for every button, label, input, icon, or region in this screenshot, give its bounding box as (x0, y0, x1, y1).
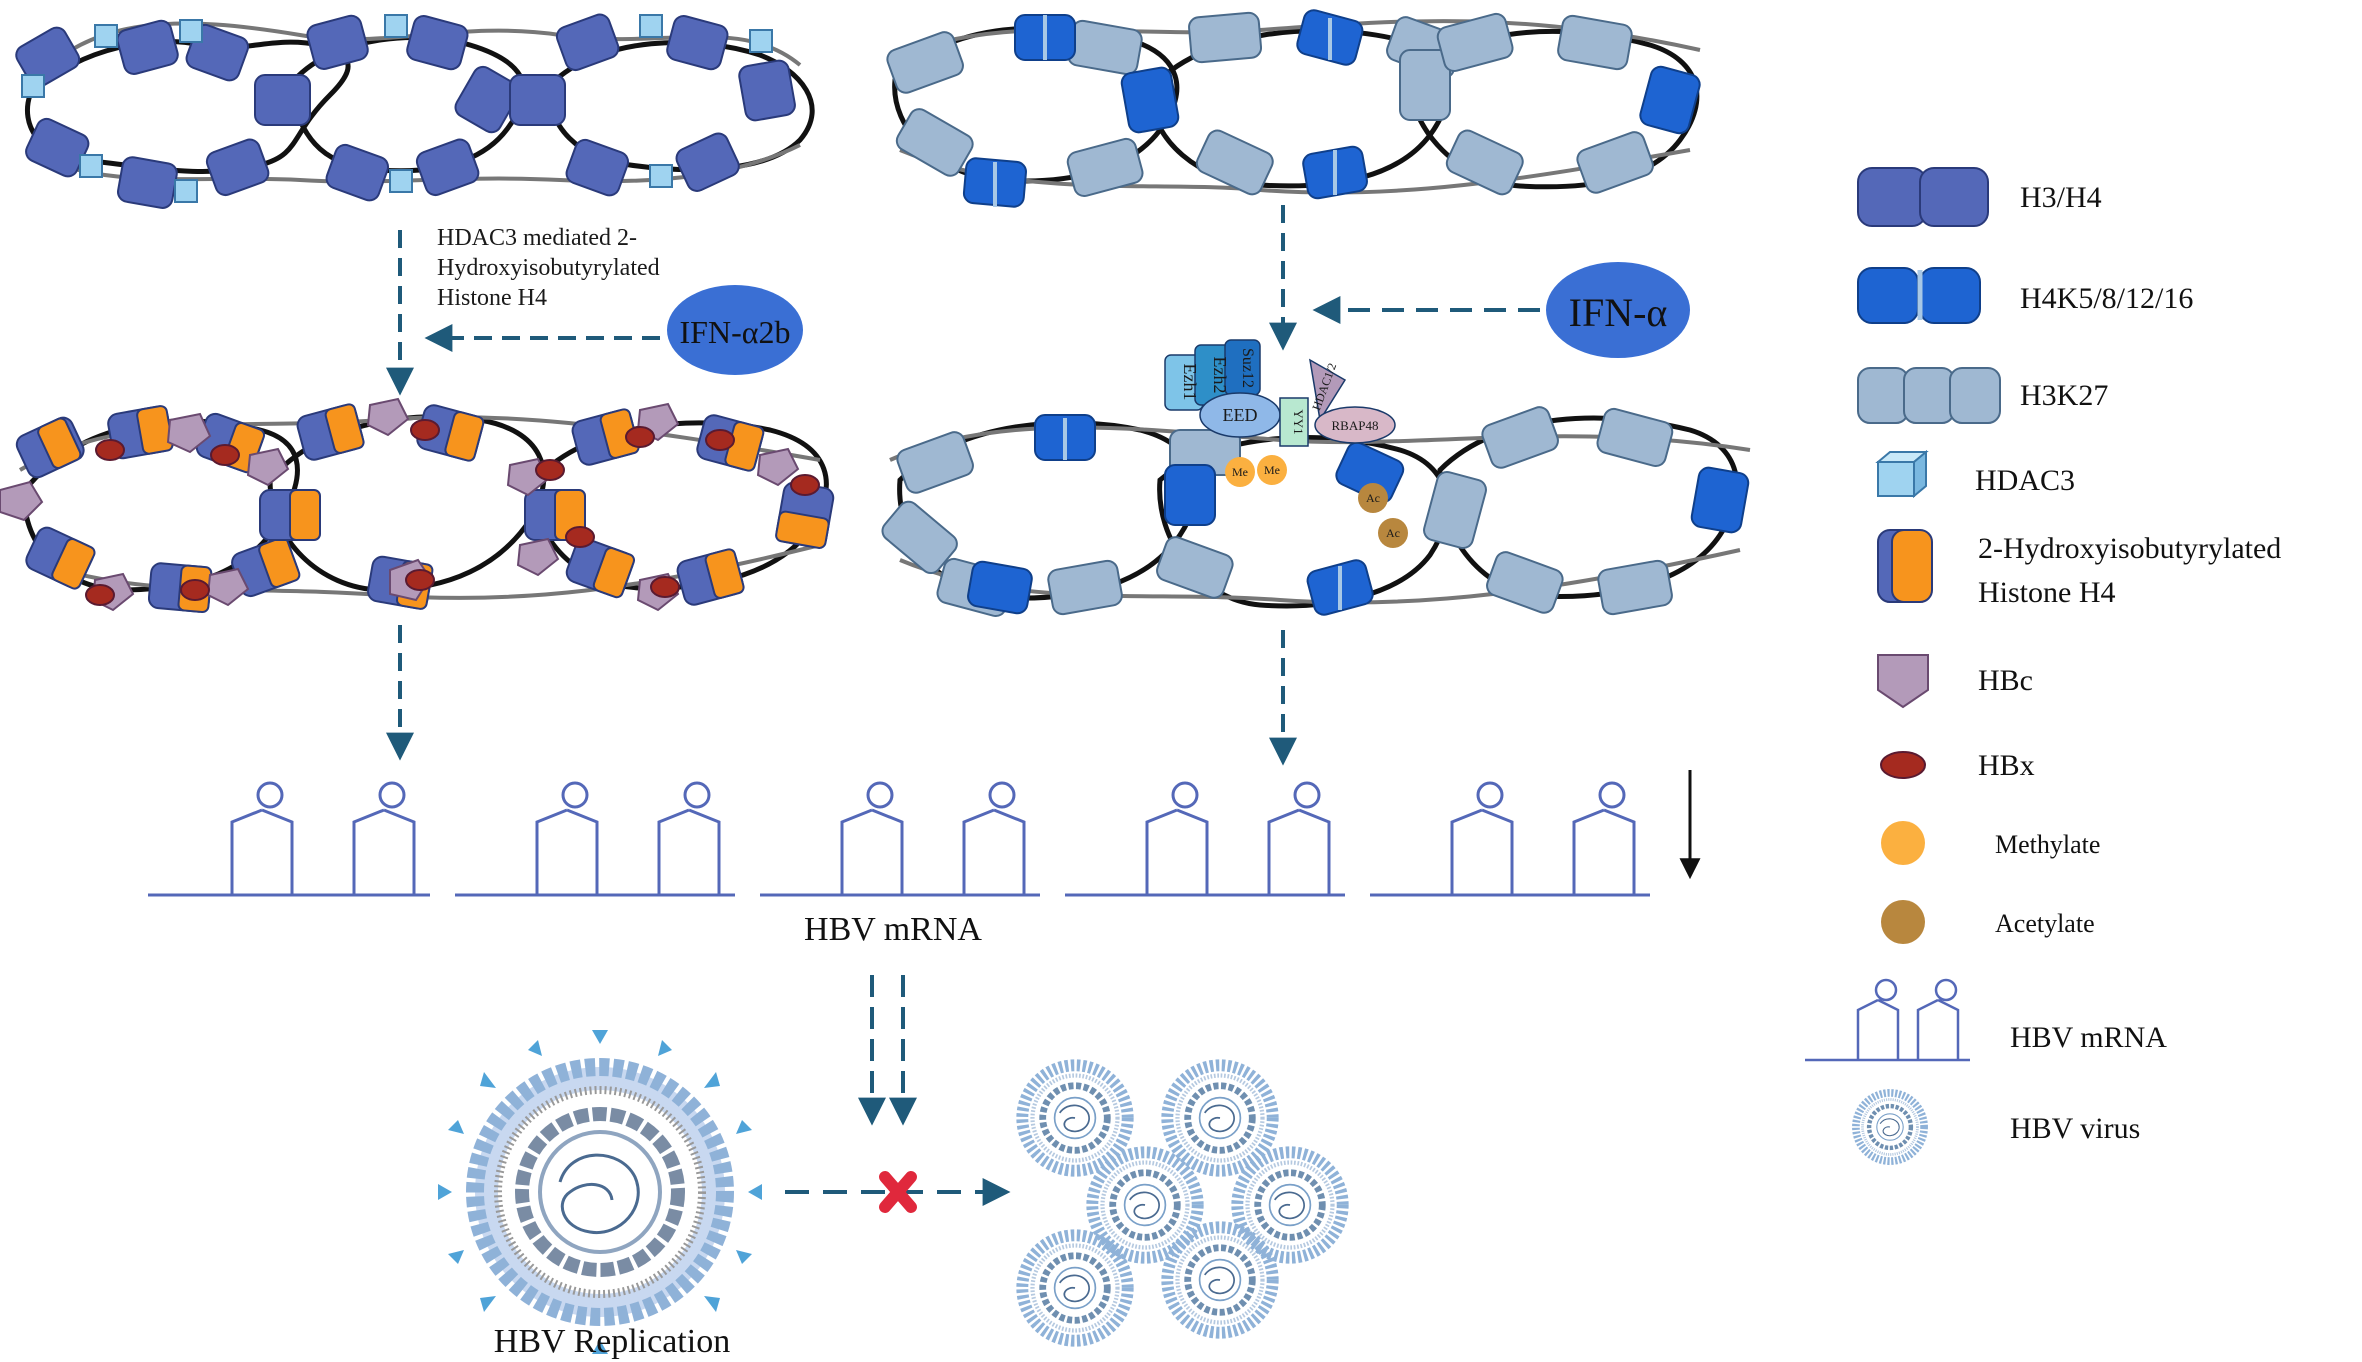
eed-label: EED (1223, 405, 1258, 425)
left-annotation-line2: Hydroxyisobutyrylated (437, 255, 660, 281)
top-right-chromatin (886, 9, 1701, 208)
legend-h3h4-label: H3/H4 (2020, 181, 2102, 214)
ifn-a-label: IFN-α (1569, 290, 1668, 335)
legend-hbx-label: HBx (1978, 749, 2035, 782)
ac-circle-1 (1358, 483, 1388, 513)
legend-methylate-label: Methylate (1995, 830, 2100, 859)
replication-label: HBV Replication (494, 1323, 730, 1360)
hdac3-cube-icon (1875, 449, 1929, 499)
hbc-pentagon-icon (1877, 654, 1929, 709)
hbx-oval-icon (1880, 751, 1926, 779)
acetylate-circle-icon (1881, 900, 1925, 944)
legend-acetylate-label: Acetylate (1995, 909, 2095, 938)
legend-h3k27-label: H3K27 (2020, 379, 2108, 412)
ac-circle-2 (1378, 518, 1408, 548)
h3h4-nucleosome-icon (1857, 167, 1989, 227)
hbv-mrna-strands (148, 781, 1650, 897)
ifn-a-ellipse (1546, 262, 1690, 358)
ac-label-1: Ac (1366, 491, 1380, 505)
top-left-chromatin (15, 13, 815, 209)
right-repressed-chromatin: Ezh1 Ezh2 Suz12 EED YY1 HDAC1/2 RBAP48 M… (881, 339, 1751, 618)
h3k27-nucleosome-icon (1857, 367, 2001, 424)
ezh2-label: Ezh2 (1210, 357, 1230, 394)
rbap48-label: RBAP48 (1332, 418, 1379, 433)
mrna-label: HBV mRNA (804, 911, 982, 948)
me-label-1: Me (1232, 465, 1248, 479)
me-circle-2 (1257, 455, 1287, 485)
legend-h4k-label: H4K5/8/12/16 (2020, 282, 2193, 315)
ezh1-label: Ezh1 (1180, 364, 1200, 401)
legend-hbc-label: HBc (1978, 664, 2033, 697)
me-circle-1 (1225, 457, 1255, 487)
hbv-large-virus (438, 1030, 762, 1354)
legend-mrna-label: HBV mRNA (2010, 1021, 2167, 1054)
block-x-icon (879, 1171, 917, 1213)
methylate-circle-icon (1881, 821, 1925, 865)
left-annotation-line3: Histone H4 (437, 285, 547, 311)
yy1-label: YY1 (1291, 409, 1306, 434)
me-label-2: Me (1264, 463, 1280, 477)
h4k-nucleosome-icon (1857, 267, 1981, 324)
hbv-virus-cluster (1022, 1065, 1342, 1340)
legend-hib-label-2: Histone H4 (1978, 576, 2116, 609)
hbv-mrna-icon (1805, 978, 1970, 1062)
legend: H3/H4 H4K5/8/12/16 H3K27 HDAC3 2-Hydroxy… (1805, 167, 2281, 1161)
left-annotation-line1: HDAC3 mediated 2- (437, 225, 637, 251)
legend-hib-label-1: 2-Hydroxyisobutyrylated (1978, 532, 2281, 565)
left-modified-chromatin (0, 397, 835, 614)
suz12-label: Suz12 (1239, 348, 1256, 388)
ac-label-2: Ac (1386, 526, 1400, 540)
ifn-a2b-ellipse (667, 285, 803, 375)
ifn-a2b-label: IFN-α2b (680, 314, 791, 350)
legend-virus-label: HBV virus (2010, 1112, 2140, 1145)
hbv-virus-icon (1856, 1093, 1924, 1161)
hib-histone-icon (1877, 529, 1933, 603)
legend-hdac3-label: HDAC3 (1975, 464, 2075, 497)
